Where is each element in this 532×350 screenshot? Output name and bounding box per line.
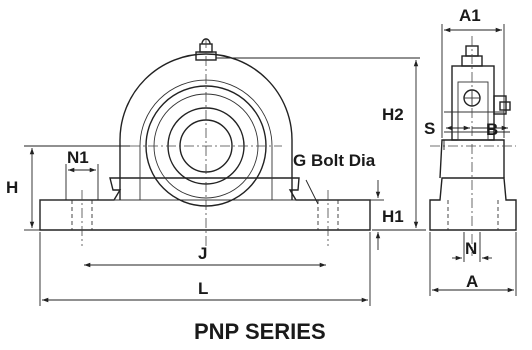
dimension-labels: A1 H2 S B H N1 G Bolt Dia H1 J L N A xyxy=(6,6,498,298)
base-outline xyxy=(39,177,371,231)
dimension-lines xyxy=(24,24,517,306)
label-n: N xyxy=(465,239,477,258)
series-title: PNP SERIES xyxy=(194,319,326,344)
side-base xyxy=(429,177,517,231)
label-j: J xyxy=(198,244,207,263)
label-h1: H1 xyxy=(382,207,404,226)
label-a1: A1 xyxy=(459,6,481,25)
housing-body xyxy=(119,53,293,200)
label-l: L xyxy=(198,279,208,298)
label-h2: H2 xyxy=(382,105,404,124)
label-s: S xyxy=(424,119,435,138)
label-b: B xyxy=(486,120,498,139)
side-view xyxy=(429,36,517,256)
label-a: A xyxy=(466,272,478,291)
label-g-bolt-dia: G Bolt Dia xyxy=(293,151,376,170)
label-n1: N1 xyxy=(67,148,89,167)
label-h: H xyxy=(6,178,18,197)
left-bolt-hole xyxy=(71,190,93,246)
front-view xyxy=(39,38,371,246)
right-bolt-hole xyxy=(317,190,339,246)
